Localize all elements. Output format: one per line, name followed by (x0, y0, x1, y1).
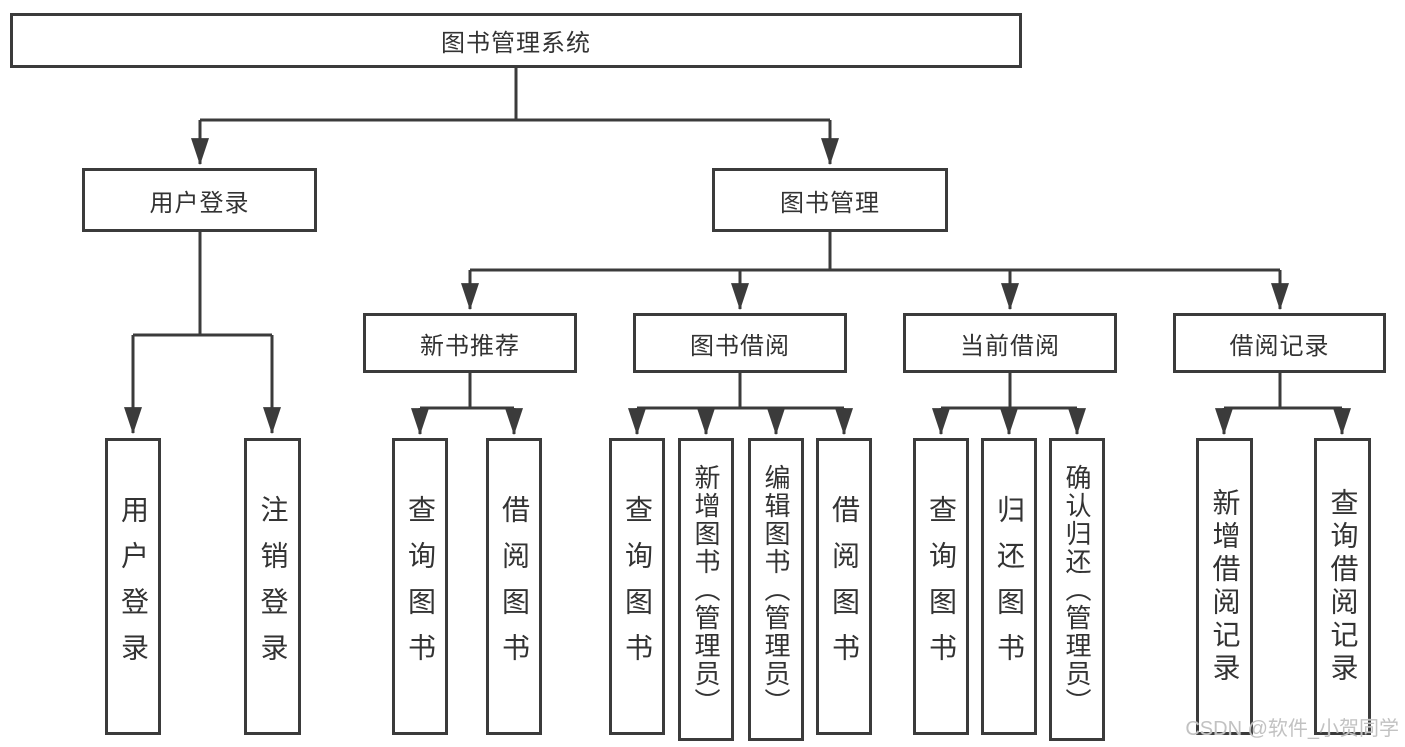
node-current-borrow: 当前借阅 (903, 313, 1117, 373)
leaf-borrow-books-1-label: 借阅图书 (499, 494, 530, 679)
leaf-query-books-3: 查询图书 (913, 438, 969, 735)
node-user-login: 用户登录 (82, 168, 317, 232)
leaf-query-borrow-record: 查询借阅记录 (1314, 438, 1371, 735)
leaf-query-books-3-label: 查询图书 (926, 494, 957, 679)
connector-user-login-trunk (133, 232, 272, 337)
leaf-borrow-books-1: 借阅图书 (486, 438, 542, 735)
leaf-logout-login-label: 注销登录 (257, 494, 289, 679)
node-book-management: 图书管理 (712, 168, 948, 232)
leaf-query-books-2-label: 查询图书 (622, 494, 653, 679)
leaf-logout-login: 注销登录 (244, 438, 301, 735)
leaf-return-books-label: 归还图书 (994, 494, 1025, 679)
connector-root-trunk (200, 68, 830, 122)
leaf-add-borrow-record: 新增借阅记录 (1196, 438, 1253, 735)
node-borrow-records: 借阅记录 (1173, 313, 1386, 373)
leaf-add-books-admin-label: 新增图书（管理员） (691, 463, 721, 716)
leaf-add-borrow-record-label: 新增借阅记录 (1209, 487, 1241, 686)
leaf-confirm-return-admin-label: 确认归还（管理员） (1062, 463, 1092, 716)
node-new-book-recommend: 新书推荐 (363, 313, 577, 373)
leaf-query-books-2: 查询图书 (609, 438, 665, 735)
leaf-edit-books-admin: 编辑图书（管理员） (748, 438, 804, 741)
leaf-borrow-books-2-label: 借阅图书 (829, 494, 860, 679)
csdn-watermark: CSDN @软件_小贺同学 (1185, 718, 1399, 740)
leaf-query-books-1: 查询图书 (392, 438, 448, 735)
connector-book-borrow-trunk (637, 373, 844, 410)
connector-borrow-records-trunk (1224, 373, 1342, 410)
node-book-borrow: 图书借阅 (633, 313, 847, 373)
connector-current-borrow-trunk (941, 373, 1077, 410)
leaf-query-books-1-label: 查询图书 (405, 494, 436, 679)
leaf-borrow-books-2: 借阅图书 (816, 438, 872, 735)
leaf-add-books-admin: 新增图书（管理员） (678, 438, 734, 741)
connector-new-book-recommend-trunk (420, 373, 514, 410)
leaf-user-login: 用户登录 (105, 438, 161, 735)
connector-book-management-trunk (470, 232, 1280, 272)
leaf-confirm-return-admin: 确认归还（管理员） (1049, 438, 1105, 741)
leaf-edit-books-admin-label: 编辑图书（管理员） (761, 463, 791, 716)
node-root: 图书管理系统 (10, 13, 1022, 68)
leaf-user-login-label: 用户登录 (118, 494, 149, 679)
leaf-query-borrow-record-label: 查询借阅记录 (1327, 487, 1359, 686)
leaf-return-books: 归还图书 (981, 438, 1037, 735)
